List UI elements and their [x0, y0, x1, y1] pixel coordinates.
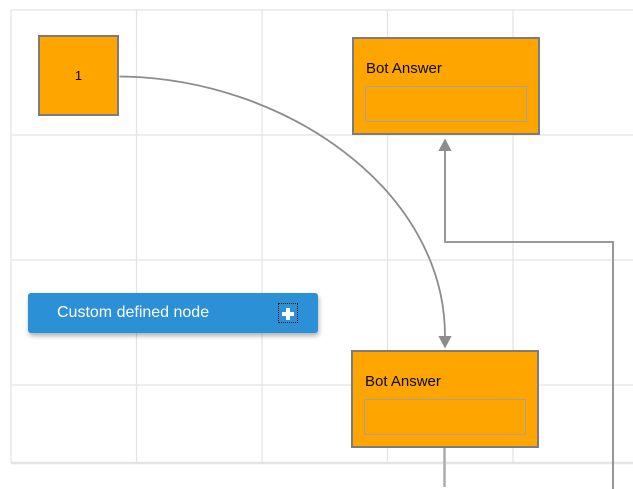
arrowhead-down-icon	[438, 336, 452, 349]
connector-orthogonal-to-bot-answer-top[interactable]	[438, 138, 614, 489]
connector-orthogonal-path[interactable]	[444, 150, 614, 489]
connector-curve-node1-to-bot-answer[interactable]	[119, 75, 452, 349]
node-title: Bot Answer	[365, 373, 441, 390]
node-start[interactable]: 1	[38, 35, 119, 116]
node-custom-defined[interactable]: Custom defined node	[28, 293, 318, 333]
arrowhead-up-icon	[438, 138, 452, 151]
node-start-label: 1	[74, 68, 83, 83]
page-grid	[10, 9, 633, 465]
node-title: Bot Answer	[366, 60, 442, 77]
answer-input-box[interactable]	[365, 86, 527, 122]
answer-input-box[interactable]	[364, 399, 526, 435]
connector-curve-path[interactable]	[119, 75, 446, 337]
node-bot-answer-top[interactable]: Bot Answer	[352, 37, 540, 135]
plus-icon-bar	[286, 308, 290, 320]
node-custom-label: Custom defined node	[57, 304, 210, 321]
plus-icon[interactable]	[278, 303, 298, 323]
node-bot-answer-bottom[interactable]: Bot Answer	[351, 350, 539, 448]
